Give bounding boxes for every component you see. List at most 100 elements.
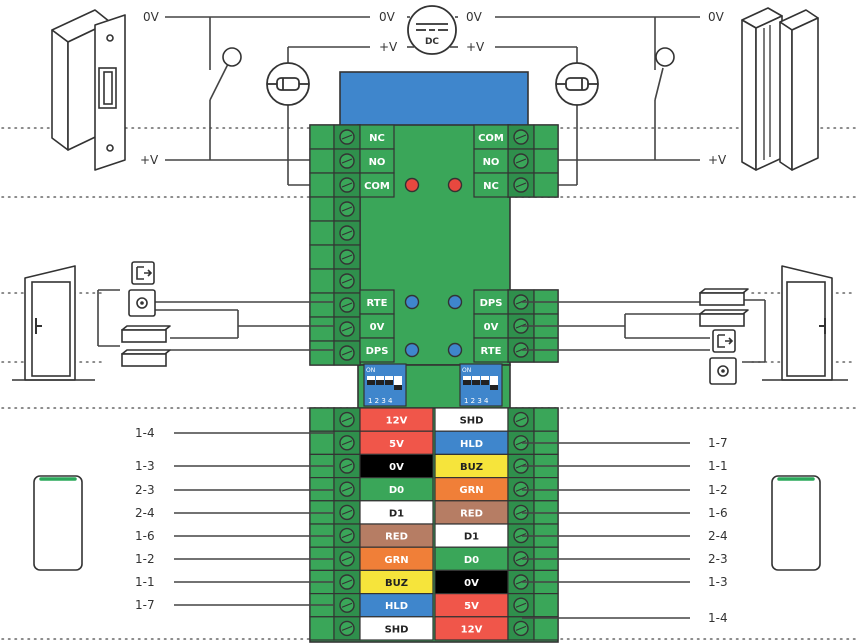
terminal-screw <box>333 546 361 572</box>
input-terminal-0v: 0V <box>473 313 509 339</box>
diode-icon <box>555 62 599 106</box>
terminal-screw <box>333 292 361 318</box>
exit-button-icon <box>128 261 156 317</box>
label-0v-top-left: 0V <box>143 10 160 24</box>
relay-terminal-nc: NC <box>473 172 509 198</box>
reader-terminal-left: D0 <box>359 477 434 502</box>
wire-code-left: 2-4 <box>135 506 155 520</box>
terminal-screw <box>507 430 535 456</box>
wire-code-right: 1-2 <box>708 483 728 497</box>
terminal-tab <box>309 316 335 342</box>
exit-button-icon <box>709 329 737 385</box>
terminal-tab <box>533 592 559 618</box>
terminal-tab <box>533 148 559 174</box>
input-terminal-dps: DPS <box>359 337 395 363</box>
terminal-screw <box>507 592 535 618</box>
terminal-tab <box>309 148 335 174</box>
card-reader-icon <box>33 475 83 571</box>
relay-terminal-no: NO <box>359 148 395 174</box>
reader-terminal-right-label: HLD <box>460 439 483 450</box>
terminal-tab <box>309 616 335 641</box>
relay-leds <box>404 177 463 193</box>
terminal-screw <box>507 546 535 572</box>
terminal-tab <box>309 196 335 222</box>
reader-terminal-left-label: SHD <box>385 624 409 635</box>
svg-text:ON: ON <box>462 367 471 374</box>
terminal-tab <box>309 407 335 432</box>
terminal-screw <box>333 196 361 222</box>
label-pv-left-lock: +V <box>140 153 159 167</box>
reader-terminal-right: D1 <box>434 523 509 548</box>
reader-terminal-right: D0 <box>434 546 509 572</box>
reader-terminal-left: 12V <box>359 407 434 432</box>
wire-code-right: 1-4 <box>708 611 728 625</box>
terminal-screw <box>333 592 361 618</box>
terminal-tab <box>309 220 335 246</box>
terminal-tab <box>533 172 559 198</box>
terminal-screw <box>333 500 361 525</box>
relay-terminal-nc-label: NC <box>369 133 385 144</box>
terminal-tab <box>309 244 335 270</box>
terminal-screw <box>333 172 361 198</box>
reader-terminal-right-label: D0 <box>464 555 479 566</box>
reader-terminal-right: 12V <box>434 616 509 641</box>
reader-terminal-right-label: 0V <box>464 578 479 589</box>
input-leds <box>404 294 463 358</box>
reader-terminal-right-label: RED <box>460 508 483 519</box>
terminal-tab <box>309 340 335 366</box>
terminal-screw <box>333 453 361 479</box>
terminal-screw <box>333 316 361 342</box>
terminal-screw <box>333 244 361 270</box>
terminal-tab <box>309 292 335 318</box>
input-terminal-rte-label: RTE <box>481 346 502 357</box>
wire-code-left: 1-3 <box>135 459 155 473</box>
power-supply-icon: DC <box>407 5 457 55</box>
terminal-screw <box>333 430 361 456</box>
wire-code-right: 1-1 <box>708 459 728 473</box>
reader-terminal-left-label: HLD <box>385 601 408 612</box>
terminal-screw <box>333 569 361 595</box>
reader-terminal-left-label: D0 <box>389 485 404 496</box>
svg-text:ON: ON <box>366 367 375 374</box>
terminal-tab <box>533 616 559 641</box>
terminal-tab <box>309 268 335 294</box>
terminal-tab <box>533 124 559 150</box>
mag-lock-icon <box>741 7 819 171</box>
relay-terminal-nc: NC <box>359 124 395 150</box>
reader-terminal-left: SHD <box>359 616 434 641</box>
relay-terminal-no: NO <box>473 148 509 174</box>
reader-terminal-left: BUZ <box>359 569 434 595</box>
input-terminal-rte-label: RTE <box>367 298 388 309</box>
terminal-screw <box>333 124 361 150</box>
input-terminal-rte: RTE <box>359 289 395 315</box>
reader-terminal-right-label: 12V <box>461 624 483 635</box>
reader-terminal-left: D1 <box>359 500 434 525</box>
door-strike-icon <box>51 9 126 171</box>
label-0v-top-right: 0V <box>708 10 725 24</box>
terminal-screw <box>507 124 535 150</box>
reader-terminal-left-label: 0V <box>389 462 404 473</box>
dc-label: DC <box>425 37 439 47</box>
terminal-screw <box>507 407 535 432</box>
terminal-tab <box>533 407 559 432</box>
relay-terminal-nc-label: NC <box>483 181 499 192</box>
reader-terminal-left: GRN <box>359 546 434 572</box>
svg-text:1 2 3 4: 1 2 3 4 <box>464 397 489 405</box>
input-terminal-rte: RTE <box>473 337 509 363</box>
wire-code-left: 1-4 <box>135 426 155 440</box>
terminal-tab <box>309 430 335 456</box>
label-pv-mid-left: +V <box>379 40 398 54</box>
reader-terminal-left-label: 12V <box>386 416 408 427</box>
door-icon <box>762 265 848 381</box>
input-terminal-0v-label: 0V <box>370 322 385 333</box>
reader-wires: 1-41-32-32-41-61-21-11-71-71-11-21-62-42… <box>135 426 728 625</box>
relay-terminal-com: COM <box>473 124 509 150</box>
terminal-screw <box>333 340 361 366</box>
terminal-screw <box>507 148 535 174</box>
card-reader-icon <box>771 475 821 571</box>
terminal-screw <box>507 616 535 641</box>
door-icon <box>12 265 95 381</box>
reader-terminal-left-label: GRN <box>384 555 408 566</box>
